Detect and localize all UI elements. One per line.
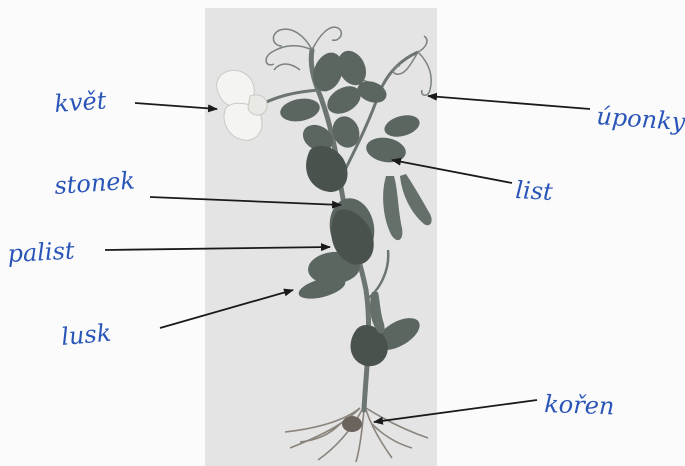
root-nodule [342, 416, 362, 432]
label-lusk: lusk [60, 319, 112, 351]
label-koren: kořen [544, 390, 615, 420]
arrow-uponky [428, 96, 590, 109]
arrow-kvet [135, 103, 217, 109]
label-stonek: stonek [53, 166, 135, 200]
label-palist: palist [7, 237, 76, 268]
label-list: list [515, 176, 554, 206]
label-uponky: úponky [596, 102, 685, 136]
label-kvet: květ [53, 86, 107, 118]
